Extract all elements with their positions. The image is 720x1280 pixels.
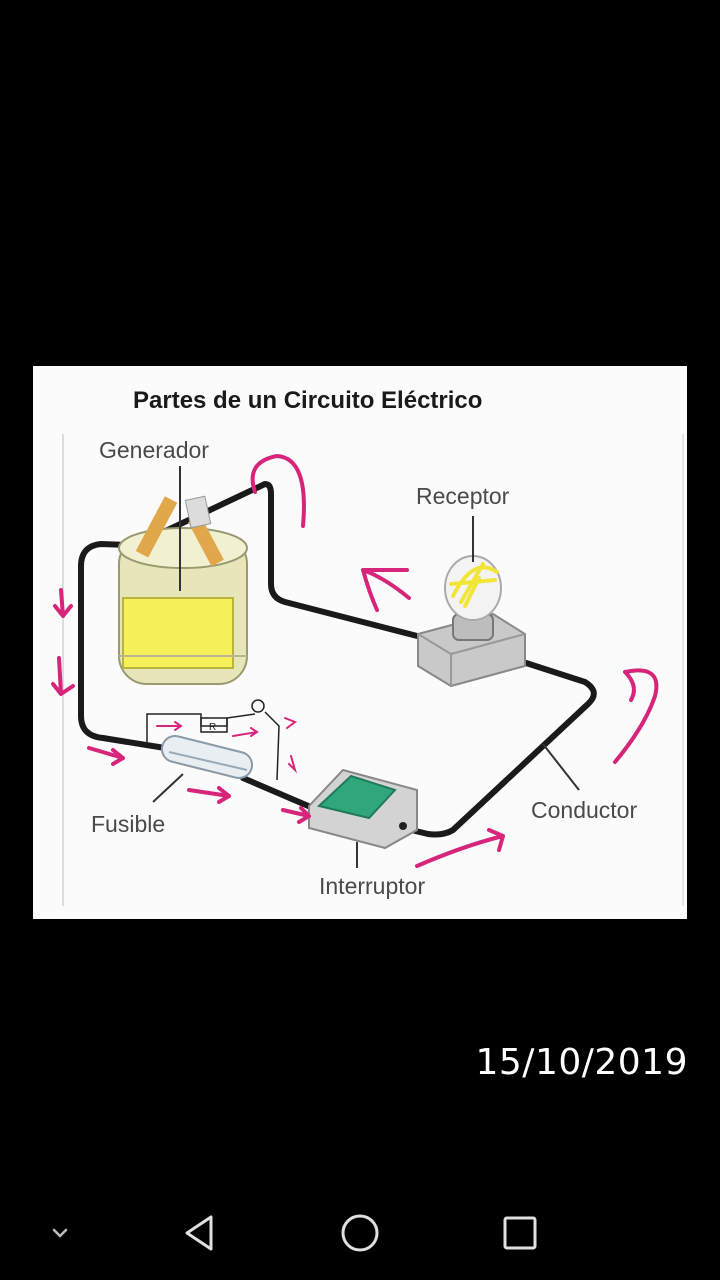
switch — [308, 768, 418, 850]
circuit-diagram: Partes de un Circuito Eléctrico Generado… — [33, 366, 687, 919]
generator-label: Generador — [99, 437, 209, 463]
fuse-pointer — [152, 773, 184, 803]
recents-button[interactable] — [465, 1185, 575, 1280]
navigation-bar — [0, 1185, 720, 1280]
switch-label: Interruptor — [319, 873, 425, 899]
handwritten-sketch — [146, 699, 280, 781]
generator-battery — [118, 495, 248, 685]
conductor-pointer — [542, 743, 580, 791]
circuit-photo[interactable]: Partes de un Circuito Eléctrico Generado… — [33, 366, 687, 919]
receiver-lamp — [417, 555, 526, 688]
home-button[interactable] — [305, 1185, 415, 1280]
current-flow-arrows — [51, 454, 659, 868]
back-button[interactable] — [145, 1185, 255, 1280]
home-circle-icon — [341, 1214, 379, 1251]
recents-square-icon — [503, 1216, 537, 1249]
chevron-down-icon — [52, 1228, 68, 1237]
conductor-wire — [78, 481, 597, 838]
receiver-label: Receptor — [416, 483, 510, 509]
hide-navbar-button[interactable] — [5, 1185, 115, 1280]
resistor-mark: R — [209, 722, 216, 733]
fuse-label: Fusible — [91, 811, 165, 837]
conductor-label: Conductor — [531, 797, 637, 823]
small-sketch-arrows — [156, 717, 298, 774]
date-stamp: 15/10/2019 — [475, 1042, 688, 1083]
back-triangle-icon — [185, 1215, 213, 1250]
diagram-title: Partes de un Circuito Eléctrico — [133, 387, 482, 414]
fuse — [160, 735, 254, 779]
